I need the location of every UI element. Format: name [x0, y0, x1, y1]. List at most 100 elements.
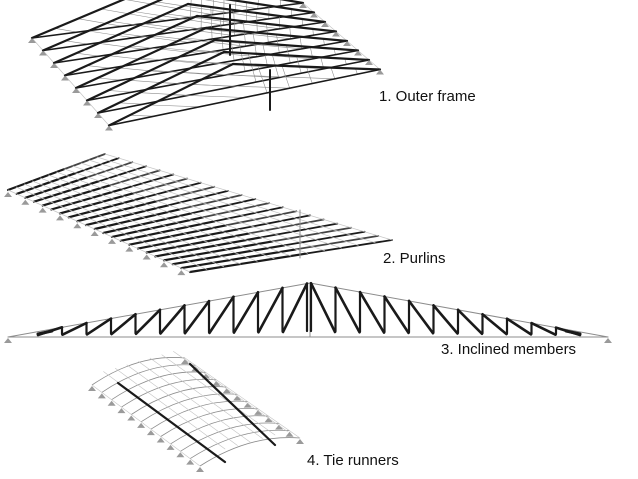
inclined-members-drawing: [4, 281, 612, 343]
purlin: [109, 169, 161, 187]
tie-rafter: [91, 357, 186, 386]
support-icon: [4, 192, 12, 197]
inclined-member: [281, 282, 309, 334]
purlin: [119, 220, 216, 242]
inclined-member: [358, 290, 386, 334]
purlin: [67, 196, 147, 219]
tie-lacing: [91, 384, 201, 467]
support-icon: [196, 467, 204, 472]
frame-web: [108, 55, 156, 62]
depth-line: [335, 31, 348, 42]
frame-web: [170, 94, 245, 98]
support-icon: [90, 231, 99, 237]
support-icon: [310, 12, 318, 18]
purlin: [145, 232, 251, 254]
frame-bottom-chord: [64, 30, 337, 77]
support-icon: [166, 444, 175, 450]
tie-rafter: [111, 371, 206, 401]
tie-rafter: [189, 429, 290, 459]
support-icon: [264, 417, 273, 423]
frame-web: [119, 67, 167, 73]
depth-line: [346, 40, 359, 51]
frame-bottom-chord: [97, 59, 370, 114]
support-icon: [105, 125, 113, 131]
inclined-member: [36, 329, 54, 336]
support-icon: [376, 69, 384, 75]
tie-rafter: [131, 386, 227, 415]
support-icon: [108, 238, 116, 244]
frame-web: [133, 11, 224, 26]
frame-top-chord: [231, 62, 382, 71]
frame-web: [174, 25, 292, 40]
frame-web: [306, 66, 313, 84]
frame-web: [289, 25, 292, 40]
support-icon: [146, 430, 155, 436]
purlin: [74, 157, 120, 175]
frame-top-chord: [186, 2, 327, 24]
frame-top-chord: [213, 38, 360, 52]
frame-web: [76, 52, 100, 57]
frame-web: [150, 104, 200, 108]
support-icon: [127, 415, 136, 421]
frame-top-chord: [74, 26, 208, 90]
support-icon: [4, 338, 12, 343]
frame-web: [247, 52, 257, 83]
frame-web: [126, 0, 213, 15]
purlin: [6, 168, 66, 192]
support-icon: [125, 246, 134, 252]
purlin: [110, 216, 205, 238]
tie-lacing: [115, 367, 226, 450]
purlin: [190, 198, 257, 215]
support-icon: [233, 395, 242, 401]
frame-web: [278, 15, 281, 30]
support-icon: [72, 88, 80, 93]
purlin: [188, 252, 309, 274]
tie-rafter: [180, 422, 280, 452]
depth-line: [324, 21, 337, 32]
frame-top-chord: [96, 50, 226, 115]
purlin-lacing: [31, 180, 241, 265]
support-icon: [94, 113, 102, 118]
support-icon: [181, 359, 189, 364]
inclined-member: [383, 295, 410, 335]
frame-web: [156, 1, 270, 20]
depth-line: [368, 59, 381, 70]
purlin-lacing: [7, 189, 191, 273]
frame-web: [219, 18, 224, 51]
support-icon: [222, 388, 231, 394]
purlin: [102, 212, 193, 235]
purlins-drawing: [4, 153, 393, 276]
frame-web: [162, 47, 258, 58]
frame-web: [143, 23, 235, 37]
depth-line: [75, 87, 88, 101]
support-icon: [73, 223, 82, 229]
tie-rafter: [160, 408, 259, 437]
inclined-member: [134, 308, 162, 336]
frame-bottom-chord: [86, 49, 359, 102]
inclined-member: [564, 329, 582, 336]
frame-web: [88, 30, 134, 39]
depth-line: [357, 50, 370, 61]
frame-web: [86, 65, 111, 69]
frame-top-chord: [85, 38, 217, 102]
purlin: [294, 234, 380, 251]
support-icon: [254, 409, 263, 415]
purlin: [63, 153, 106, 171]
purlin: [271, 226, 352, 243]
tie-runners-label: 4. Tie runners: [307, 452, 399, 469]
support-icon: [107, 400, 116, 406]
purlin-lacing: [64, 168, 309, 254]
support-icon: [39, 50, 47, 56]
tie-lacing: [173, 351, 288, 432]
frame-web: [210, 6, 213, 40]
tie-runners-drawing: [88, 351, 304, 472]
inclined-member: [61, 321, 88, 337]
purlin: [86, 161, 134, 179]
support-icon: [28, 38, 36, 43]
tie-lacing: [126, 364, 238, 446]
support-icon: [604, 338, 612, 343]
purlin: [236, 214, 311, 231]
purlin: [154, 236, 262, 258]
support-icon: [137, 422, 146, 428]
